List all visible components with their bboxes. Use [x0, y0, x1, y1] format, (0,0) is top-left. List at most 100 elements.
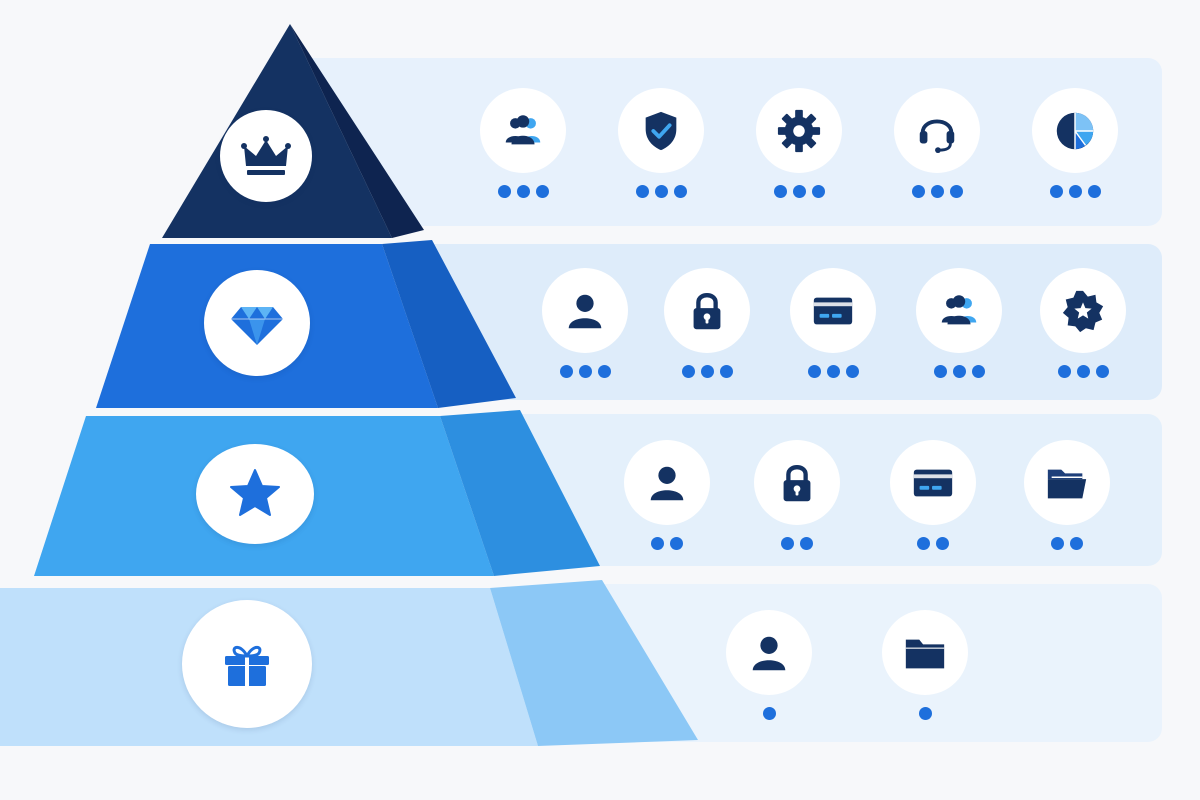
team-icon — [505, 114, 541, 144]
star-badge-icon — [1062, 290, 1104, 332]
feature-level-dots — [681, 365, 733, 378]
level-dot — [800, 537, 813, 550]
tier-3-feature-3 — [888, 440, 978, 550]
level-dot — [535, 185, 549, 198]
pyramid-tier-2-side — [382, 240, 516, 408]
feature-icon-circle — [1040, 268, 1126, 353]
pyramid-tier-4-side — [490, 580, 698, 746]
level-dot — [918, 707, 932, 720]
level-dot — [811, 185, 825, 198]
level-dot — [949, 185, 963, 198]
feature-level-dots — [773, 185, 825, 198]
feature-icon-circle — [480, 88, 566, 173]
user-icon — [568, 294, 602, 328]
feature-level-dots — [807, 365, 859, 378]
tier-1-feature-2 — [616, 88, 706, 198]
tier-4-badge — [182, 600, 312, 728]
level-dot — [1095, 365, 1109, 378]
level-dot — [845, 365, 859, 378]
level-dot — [1068, 185, 1082, 198]
credit-card-icon — [913, 469, 953, 496]
pyramid-tier-3-side — [440, 410, 600, 576]
feature-level-dots — [635, 185, 687, 198]
feature-level-dots — [918, 707, 932, 720]
level-dot — [670, 537, 683, 550]
folder-open-icon — [1047, 469, 1087, 498]
lock-icon — [693, 292, 721, 329]
feature-level-dots — [781, 537, 813, 550]
feature-level-dots — [917, 537, 949, 550]
feature-icon-circle — [542, 268, 628, 353]
crown-icon — [241, 136, 291, 175]
tier-2-badge — [204, 270, 310, 376]
feature-icon-circle — [890, 440, 976, 525]
tier-1-feature-3 — [754, 88, 844, 198]
level-dot — [1057, 365, 1071, 378]
gift-icon — [225, 645, 269, 686]
feature-level-dots — [1049, 185, 1101, 198]
feature-icon-circle — [756, 88, 842, 173]
diamond-icon — [231, 307, 283, 345]
feature-level-dots — [762, 707, 776, 720]
level-dot — [933, 365, 947, 378]
feature-icon-circle — [726, 610, 812, 695]
level-dot — [917, 537, 930, 550]
tier-2-feature-5 — [1038, 268, 1128, 378]
feature-icon-circle — [624, 440, 710, 525]
feature-level-dots — [933, 365, 985, 378]
tier-2-feature-panel — [400, 244, 1162, 400]
level-dot — [826, 365, 840, 378]
tier-4-feature-2 — [880, 610, 970, 720]
gear-icon — [777, 109, 821, 152]
folder-icon — [905, 639, 945, 668]
level-dot — [807, 365, 821, 378]
feature-level-dots — [1057, 365, 1109, 378]
level-dot — [1087, 185, 1101, 198]
pie-chart-icon — [1056, 112, 1094, 149]
level-dot — [971, 365, 985, 378]
tier-3-feature-1 — [622, 440, 712, 550]
level-dot — [773, 185, 787, 198]
user-icon — [650, 466, 684, 500]
level-dot — [762, 707, 776, 720]
feature-level-dots — [911, 185, 963, 198]
level-dot — [936, 537, 949, 550]
feature-icon-circle — [882, 610, 968, 695]
feature-level-dots — [559, 365, 611, 378]
tier-1-feature-4 — [892, 88, 982, 198]
tier-1-feature-panel — [300, 58, 1162, 226]
lock-icon — [783, 464, 811, 501]
feature-icon-circle — [894, 88, 980, 173]
level-dot — [1076, 365, 1090, 378]
shield-check-icon — [645, 111, 677, 150]
feature-icon-circle — [754, 440, 840, 525]
feature-level-dots — [651, 537, 683, 550]
feature-icon-circle — [664, 268, 750, 353]
tier-2-feature-1 — [540, 268, 630, 378]
level-dot — [719, 365, 733, 378]
tier-4-feature-1 — [724, 610, 814, 720]
level-dot — [700, 365, 714, 378]
level-dot — [1070, 537, 1083, 550]
level-dot — [578, 365, 592, 378]
headset-icon — [919, 119, 955, 153]
tier-2-feature-4 — [914, 268, 1004, 378]
tier-3-feature-4 — [1022, 440, 1112, 550]
feature-icon-circle — [618, 88, 704, 173]
team-icon — [941, 294, 977, 324]
level-dot — [654, 185, 668, 198]
level-dot — [930, 185, 944, 198]
level-dot — [911, 185, 925, 198]
feature-icon-circle — [1032, 88, 1118, 173]
credit-card-icon — [813, 297, 853, 324]
tier-2-feature-2 — [662, 268, 752, 378]
level-dot — [1051, 537, 1064, 550]
level-dot — [559, 365, 573, 378]
level-dot — [497, 185, 511, 198]
feature-level-dots — [497, 185, 549, 198]
pyramid-tier-1-side — [290, 24, 424, 238]
level-dot — [781, 537, 794, 550]
feature-level-dots — [1051, 537, 1083, 550]
level-dot — [681, 365, 695, 378]
